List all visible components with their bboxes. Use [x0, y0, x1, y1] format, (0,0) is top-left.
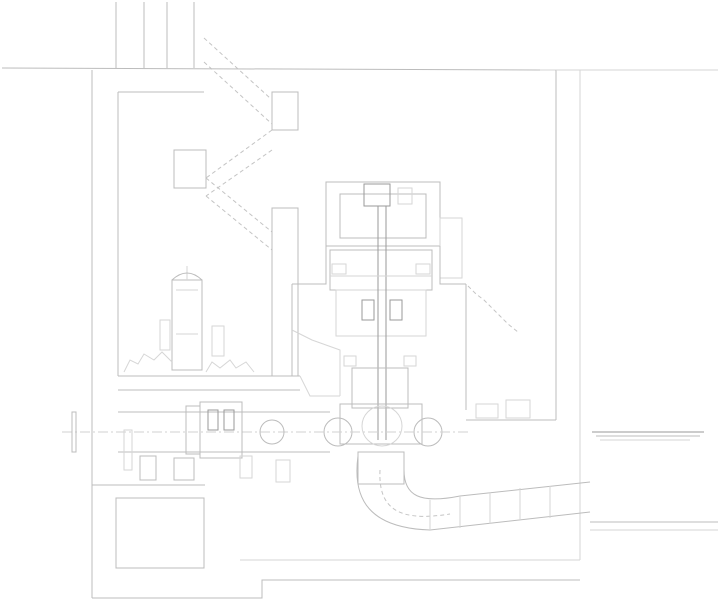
generator-unit — [291, 181, 467, 447]
tailrace-details — [466, 399, 718, 531]
turbine-piping — [62, 401, 468, 483]
access-stairs — [173, 37, 519, 377]
building-structure — [1, 2, 718, 599]
draft-tube — [356, 451, 591, 531]
auxiliary-tank — [123, 266, 255, 373]
